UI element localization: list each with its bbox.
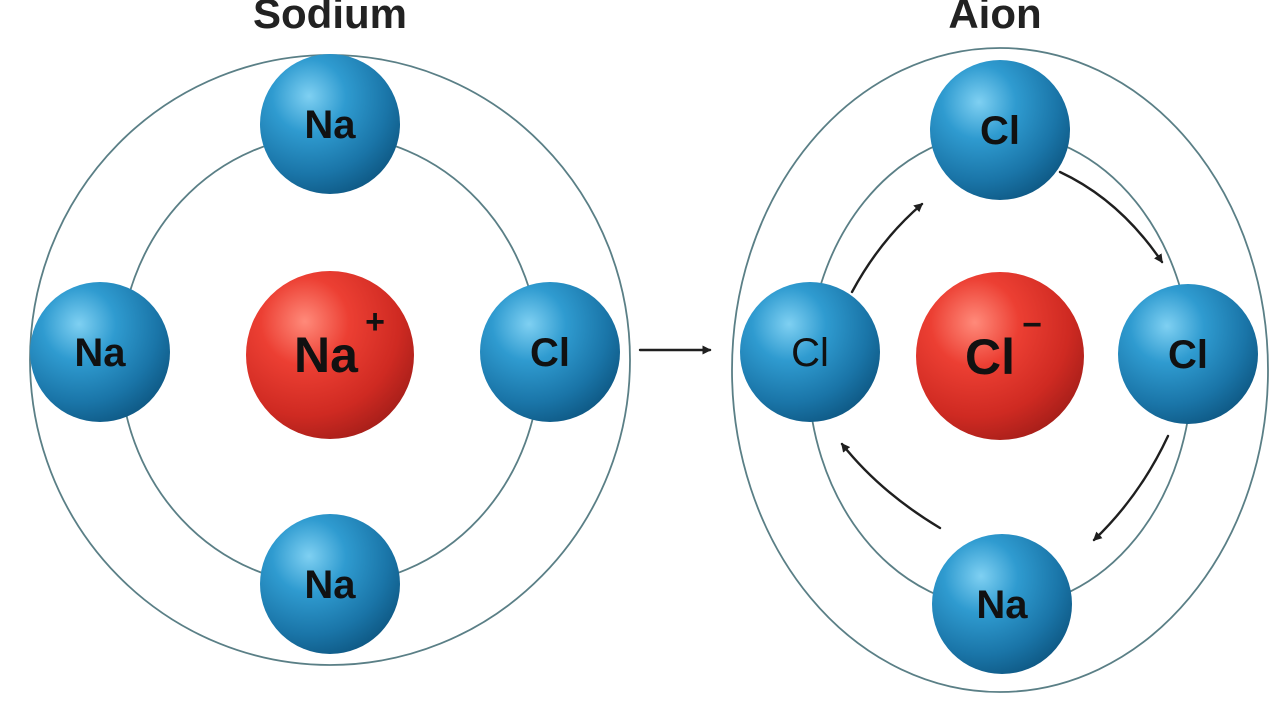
left-panel-title: Sodium (253, 0, 407, 37)
atom-left: Cl (740, 282, 880, 422)
atom-label: Na (304, 103, 356, 147)
atom-label: Cl (980, 109, 1020, 153)
atom-label: Cl (791, 331, 829, 375)
left-panel: Sodium Na + Na Na Cl Na (29, 0, 631, 666)
outer-orbit (731, 47, 1269, 693)
center-ion-element: Na (294, 327, 359, 383)
center-ion-charge: − (1022, 306, 1042, 344)
atom-left: Na (30, 282, 170, 422)
atom-right: Cl (480, 282, 620, 422)
atom-label: Na (304, 563, 356, 607)
curved-arrow-icon (840, 442, 942, 530)
right-panel: Aion Cl − Cl Cl Cl Na (731, 0, 1269, 693)
center-ion-chlorine: Cl − (916, 272, 1084, 440)
atom-top: Na (260, 54, 400, 194)
atom-right: Cl (1118, 284, 1258, 424)
atom-label: Cl (530, 331, 570, 375)
curved-arrow-icon (1058, 170, 1164, 264)
atom-bottom: Na (260, 514, 400, 654)
curved-arrow-icon (1092, 434, 1170, 542)
right-panel-title: Aion (948, 0, 1041, 37)
atom-label: Na (976, 583, 1028, 627)
center-ion-element: Cl (965, 329, 1015, 385)
center-ion-charge: + (365, 303, 385, 341)
atom-bottom: Na (932, 534, 1072, 674)
curved-arrow-icon (850, 202, 924, 294)
atom-top: Cl (930, 60, 1070, 200)
atom-label: Cl (1168, 333, 1208, 377)
atom-label: Na (74, 331, 126, 375)
center-ion-sodium: Na + (246, 271, 414, 439)
